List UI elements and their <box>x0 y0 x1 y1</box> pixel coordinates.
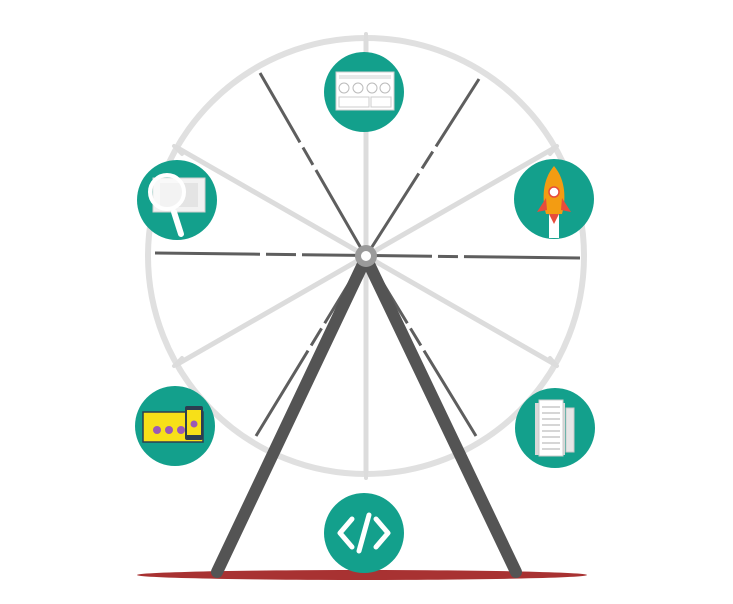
rocket-icon <box>537 166 571 238</box>
gondola-bottom <box>324 493 404 573</box>
gondola-lower-left <box>135 386 215 466</box>
a-frame-support <box>211 256 522 578</box>
wireframe-layout-icon <box>335 71 395 111</box>
code-brackets-icon <box>337 512 391 554</box>
gondola-upper-right <box>514 159 594 239</box>
support-leg-left <box>211 256 370 578</box>
gondola-top <box>324 52 404 132</box>
ground-shadow <box>137 570 587 580</box>
spoke-diag-tr <box>368 78 481 251</box>
gondola-lower-right <box>515 388 595 468</box>
responsive-devices-icon <box>142 406 204 443</box>
gondola-upper-left <box>137 160 217 240</box>
spoke-diag-tl <box>258 72 364 251</box>
support-leg-right <box>362 256 522 578</box>
wheel-hub-center <box>361 251 371 261</box>
server-building-icon <box>535 399 575 457</box>
rim-ticks <box>172 32 559 480</box>
magnifier-icon <box>148 173 206 237</box>
